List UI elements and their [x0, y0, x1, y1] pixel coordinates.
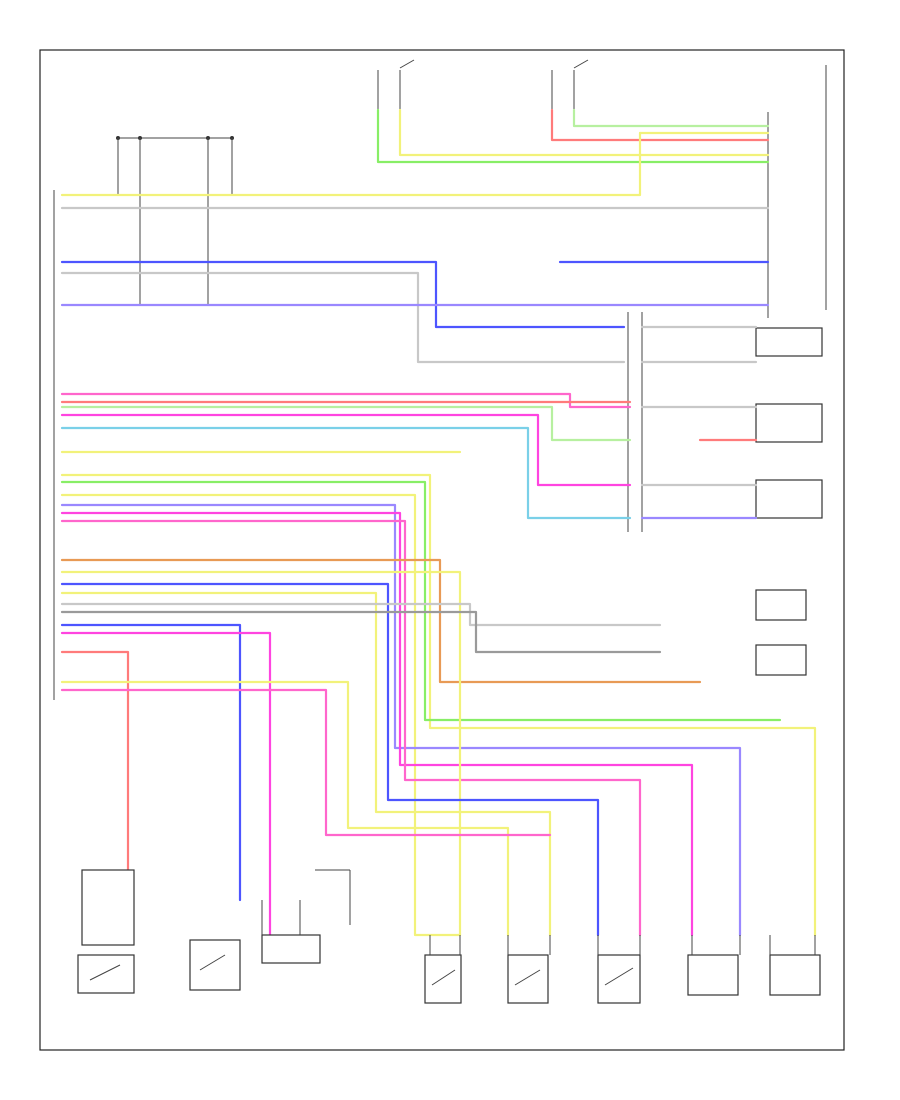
blue-wire-bundle [60, 260, 770, 364]
bottom-sensor-5 [507, 954, 549, 1004]
bottom-sensor-3 [261, 869, 351, 964]
top-wire-bundle [60, 108, 770, 210]
bottom-sensor-2 [189, 939, 241, 991]
left-wire-bundle [60, 392, 632, 520]
top-switch-right [551, 59, 589, 110]
diagram-frame [39, 49, 845, 1051]
right-small-wires [640, 325, 758, 520]
top-left-connector [116, 136, 234, 305]
bottom-sensor-4 [424, 954, 462, 1004]
right-module [767, 65, 827, 318]
top-switch-left [377, 59, 415, 110]
middle-right-connector [627, 312, 823, 676]
bottom-sensor-1 [77, 869, 135, 994]
bottom-sensor-7 [687, 954, 739, 996]
bottom-sensors [77, 869, 821, 1004]
bottom-sensor-9 [429, 935, 816, 955]
bottom-sensor-8 [769, 954, 821, 996]
vertical-wire-bundle [60, 473, 817, 937]
bottom-sensor-6 [597, 954, 641, 1004]
lower-left-wire-bundle [60, 582, 662, 937]
